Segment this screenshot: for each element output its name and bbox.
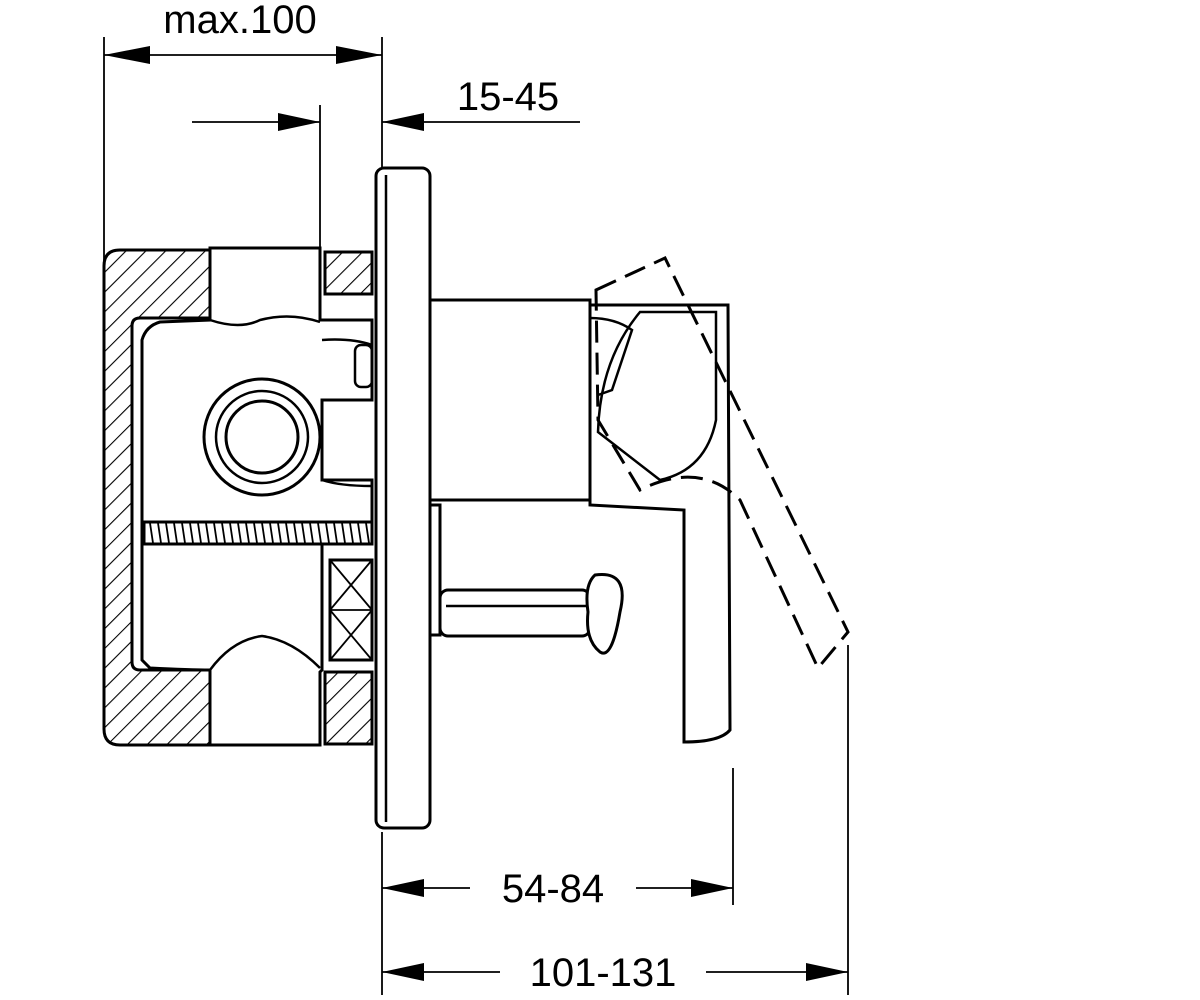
thread-tick xyxy=(365,522,370,544)
cover-plate xyxy=(374,166,432,830)
thread-tick xyxy=(357,522,362,544)
valve-body-contour-bottom xyxy=(208,634,321,671)
concealed-housing xyxy=(102,248,374,747)
valve-slot xyxy=(353,343,374,389)
thread-tick xyxy=(173,522,178,544)
thread-tick xyxy=(181,522,186,544)
lever-hub xyxy=(428,298,592,502)
thread-tick xyxy=(309,522,314,544)
label-max-depth: max.100 xyxy=(163,0,316,42)
thread-tick xyxy=(269,522,274,544)
knob-stem xyxy=(438,588,592,638)
arrowhead-left xyxy=(104,46,150,64)
thread-tick xyxy=(261,522,266,544)
diverter-knob xyxy=(428,503,624,655)
outlet-ring-middle xyxy=(214,389,310,485)
arrowhead-right xyxy=(382,113,424,131)
thread-tick xyxy=(325,522,330,544)
housing-top-flange xyxy=(323,250,374,296)
label-wall-range: 15-45 xyxy=(457,75,559,119)
arrowhead-right xyxy=(806,963,848,981)
lever-handle-curve xyxy=(589,316,634,397)
knob-flange xyxy=(428,503,442,637)
valve-body-outline xyxy=(140,246,374,747)
label-lever-projection: 54-84 xyxy=(502,867,604,911)
thread-tick xyxy=(205,522,210,544)
dimension-lever-projection: 54-84 xyxy=(381,768,734,995)
thread-tick xyxy=(285,522,290,544)
thread-tick xyxy=(341,522,346,544)
thread-tick xyxy=(237,522,242,544)
arrowhead-left xyxy=(382,963,424,981)
lever-handle-solid xyxy=(588,303,732,744)
outlet-ring-inner xyxy=(224,399,300,475)
housing-outer-wall xyxy=(102,248,212,747)
thread-tick xyxy=(293,522,298,544)
dimension-total-projection: 101-131 xyxy=(382,645,849,995)
rod-outline xyxy=(142,520,374,546)
valve-body-contour-top xyxy=(209,315,321,327)
valve-body xyxy=(140,246,374,747)
valve-body-contour-lower xyxy=(321,478,373,488)
valve-body-contour-mid xyxy=(321,338,373,347)
knob-head xyxy=(585,572,624,655)
arrowhead-right xyxy=(691,879,733,897)
thread-tick xyxy=(157,522,162,544)
arrowhead-right xyxy=(336,46,382,64)
lever-handle-face xyxy=(596,310,718,482)
thread-tick xyxy=(213,522,218,544)
label-total-projection: 101-131 xyxy=(530,951,677,995)
arrowhead-left xyxy=(382,879,424,897)
threaded-rod xyxy=(142,520,374,546)
thread-tick xyxy=(333,522,338,544)
thread-tick xyxy=(197,522,202,544)
thread-tick xyxy=(349,522,354,544)
thread-tick xyxy=(189,522,194,544)
packing-block xyxy=(328,558,374,662)
dimension-max-depth: max.100 xyxy=(103,0,383,262)
thread-tick xyxy=(221,522,226,544)
thread-tick xyxy=(277,522,282,544)
dimension-wall-range: 15-45 xyxy=(192,75,580,262)
thread-tick xyxy=(165,522,170,544)
thread-tick xyxy=(229,522,234,544)
thread-tick xyxy=(149,522,154,544)
thread-tick xyxy=(301,522,306,544)
thread-tick xyxy=(245,522,250,544)
thread-tick xyxy=(253,522,258,544)
housing-bottom-flange xyxy=(323,670,374,746)
arrowhead-left xyxy=(278,113,320,131)
mixer-lever xyxy=(428,256,850,744)
thread-tick xyxy=(317,522,322,544)
